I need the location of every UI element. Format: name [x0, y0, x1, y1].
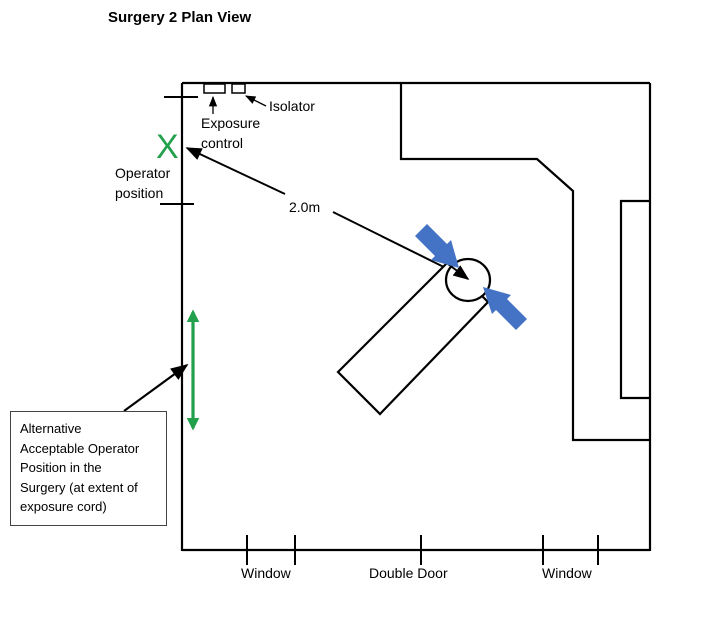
operator-label-1: Operator	[115, 165, 171, 181]
exposure-control-label-1: Exposure	[201, 115, 261, 131]
callout-line: Alternative	[20, 421, 82, 436]
callout-line: Surgery (at extent of	[20, 479, 138, 495]
operator-label-2: position	[115, 185, 164, 201]
isolator-label: Isolator	[269, 98, 315, 114]
distance-arrow-to-operator	[185, 147, 286, 195]
exposure-control-label-2: control	[201, 135, 244, 151]
operator-position-marker: X	[156, 128, 179, 166]
double-door-label: Double Door	[369, 565, 448, 581]
window-left-label: Window	[241, 565, 291, 581]
window-right-label: Window	[542, 565, 592, 581]
callout-leader	[123, 363, 189, 412]
callout-line: Acceptable Operator	[20, 440, 140, 456]
distance-label: 2.0m	[289, 199, 321, 215]
beam-arrow-upper	[415, 224, 459, 268]
room-walls	[180, 81, 652, 552]
callout-line: Position in the	[20, 460, 102, 475]
alternative-position-callout: Alternative Acceptable Operator Position…	[10, 411, 167, 526]
diagram-title: Surgery 2 Plan View	[108, 9, 252, 26]
isolator-leader	[245, 95, 267, 107]
beam-arrow-lower	[483, 287, 527, 330]
wall-openings	[160, 96, 599, 565]
isolator-box	[231, 83, 246, 94]
exposure-control-box	[203, 83, 226, 94]
callout-line: exposure cord)	[20, 499, 107, 514]
